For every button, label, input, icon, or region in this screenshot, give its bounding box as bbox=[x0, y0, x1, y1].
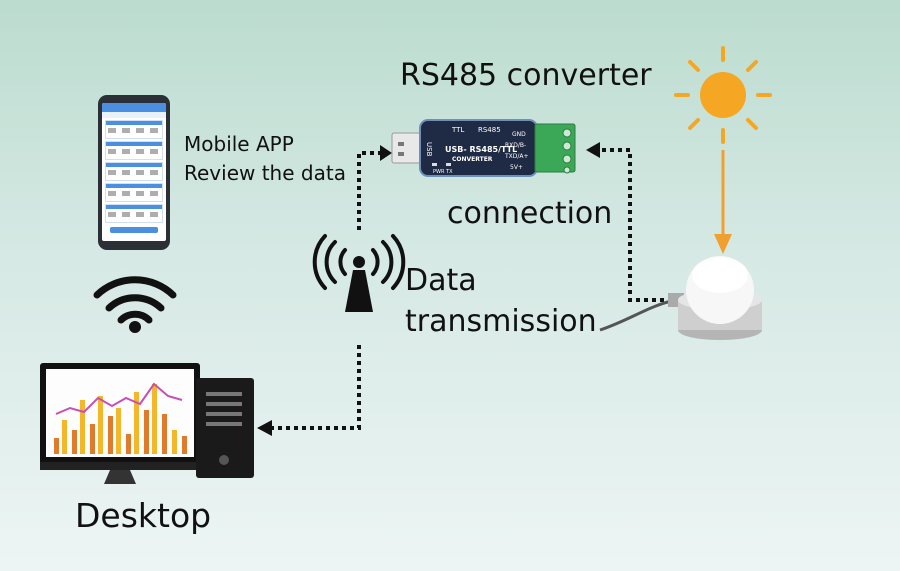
converter-brand-line2: CONVERTER bbox=[452, 156, 493, 163]
converter-top-left: TTL bbox=[451, 126, 464, 134]
converter-side-label: USB bbox=[425, 142, 433, 157]
arrow-to-converter-icon bbox=[586, 142, 600, 158]
converter-pin-5v: 5V+ bbox=[510, 164, 523, 171]
sunlight-arrow-icon bbox=[714, 150, 732, 254]
light-sensor-icon bbox=[599, 256, 762, 340]
converter-pin-gnd: GND bbox=[512, 131, 526, 138]
converter-led-labels: PWR TX bbox=[433, 169, 453, 175]
antenna-tower-icon bbox=[312, 234, 406, 312]
converter-labels: TTL RS485 USB- RS485/TTL CONVERTER USB P… bbox=[425, 126, 529, 175]
phone-icon bbox=[98, 95, 170, 250]
antenna-to-desktop-line bbox=[272, 345, 361, 430]
converter-pin-txd: TXD/A+ bbox=[504, 153, 529, 160]
mobile-review-label: Review the data bbox=[184, 161, 346, 185]
wifi-icon bbox=[93, 276, 177, 324]
dotted-connectors bbox=[272, 148, 672, 430]
desktop-computer-icon bbox=[40, 363, 254, 484]
wifi-dot-icon bbox=[129, 321, 141, 333]
phone-screen bbox=[102, 103, 166, 241]
arrow-to-usb-icon bbox=[380, 145, 392, 161]
usb-converter-icon bbox=[391, 119, 576, 177]
data-label: Data bbox=[405, 263, 477, 298]
antenna-to-usb-line bbox=[357, 151, 380, 230]
converter-brand-line1: USB- RS485/TTL bbox=[445, 145, 517, 154]
transmission-label: transmission bbox=[405, 304, 597, 339]
converter-pin-rxd: RXD/B- bbox=[505, 142, 526, 149]
diagram-title: RS485 converter bbox=[400, 58, 652, 93]
converter-top-right: RS485 bbox=[478, 126, 501, 134]
sun-icon bbox=[674, 46, 772, 144]
desktop-label: Desktop bbox=[75, 496, 212, 535]
connection-label: connection bbox=[447, 196, 613, 231]
arrow-to-desktop-icon bbox=[257, 420, 272, 436]
mobile-app-label: Mobile APP bbox=[184, 132, 294, 156]
